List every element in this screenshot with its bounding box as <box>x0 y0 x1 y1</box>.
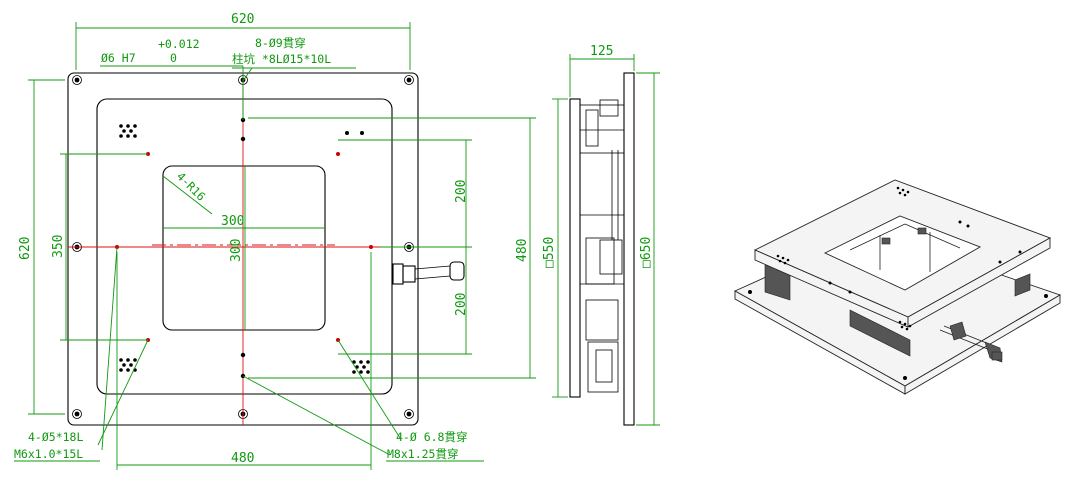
front-view: 620 620 350 300 300 4-R16 200 200 480 <box>14 12 536 470</box>
dim-width-top: 620 <box>231 12 254 27</box>
dim-200-lower: 200 <box>454 293 469 316</box>
outer-corner-holes <box>72 75 414 419</box>
pin-pair-top-right <box>345 131 364 135</box>
isometric-view <box>734 179 1062 395</box>
inner-plate-outline <box>96 98 393 395</box>
dim-height-left: 620 <box>18 237 33 260</box>
pin-tolerance-upper: +0.012 <box>158 37 200 51</box>
hole-label-bottom-right-2: M8x1.25貫穿 <box>387 447 458 461</box>
vent-pattern-top-left <box>119 124 137 138</box>
dim-200-upper: 200 <box>454 180 469 203</box>
dim-650: □650 <box>639 237 654 268</box>
center-opening-outline <box>162 165 326 331</box>
dim-480-bottom: 480 <box>231 451 254 466</box>
dim-550: □550 <box>542 237 557 268</box>
side-mechanism <box>579 99 625 393</box>
side-base-plate <box>623 72 635 426</box>
iso-cable <box>939 321 1003 363</box>
iso-vents <box>776 186 1022 331</box>
dim-350: 350 <box>51 235 66 258</box>
hole-label-bottom-left-1: 4-Ø5*18L <box>28 430 83 444</box>
hole-label-bottom-right-1: 4-Ø 6.8貫穿 <box>396 430 467 444</box>
vent-pattern-bottom-right <box>352 360 370 374</box>
through-hole-label: 8-Ø9貫穿 <box>255 36 306 50</box>
radius-label: 4-R16 <box>174 169 208 203</box>
dim-480-right: 480 <box>515 239 530 262</box>
hole-label-bottom-left-2: M6x1.0*15L <box>14 447 83 461</box>
pin-hole-label: Ø6 H7 <box>101 51 136 65</box>
side-view: 125 □550 □650 <box>542 44 660 426</box>
counterbore-label: 柱坑 *8LØ15*10L <box>232 52 331 66</box>
dim-300-vertical: 300 <box>229 239 244 262</box>
dim-thickness: 125 <box>590 44 613 59</box>
pin-tolerance-lower: 0 <box>170 51 177 65</box>
side-top-plate <box>569 98 581 398</box>
dim-300-horizontal: 300 <box>221 214 244 229</box>
iso-opening <box>823 215 982 291</box>
cable-connector <box>392 261 465 285</box>
mounting-holes <box>115 117 373 379</box>
